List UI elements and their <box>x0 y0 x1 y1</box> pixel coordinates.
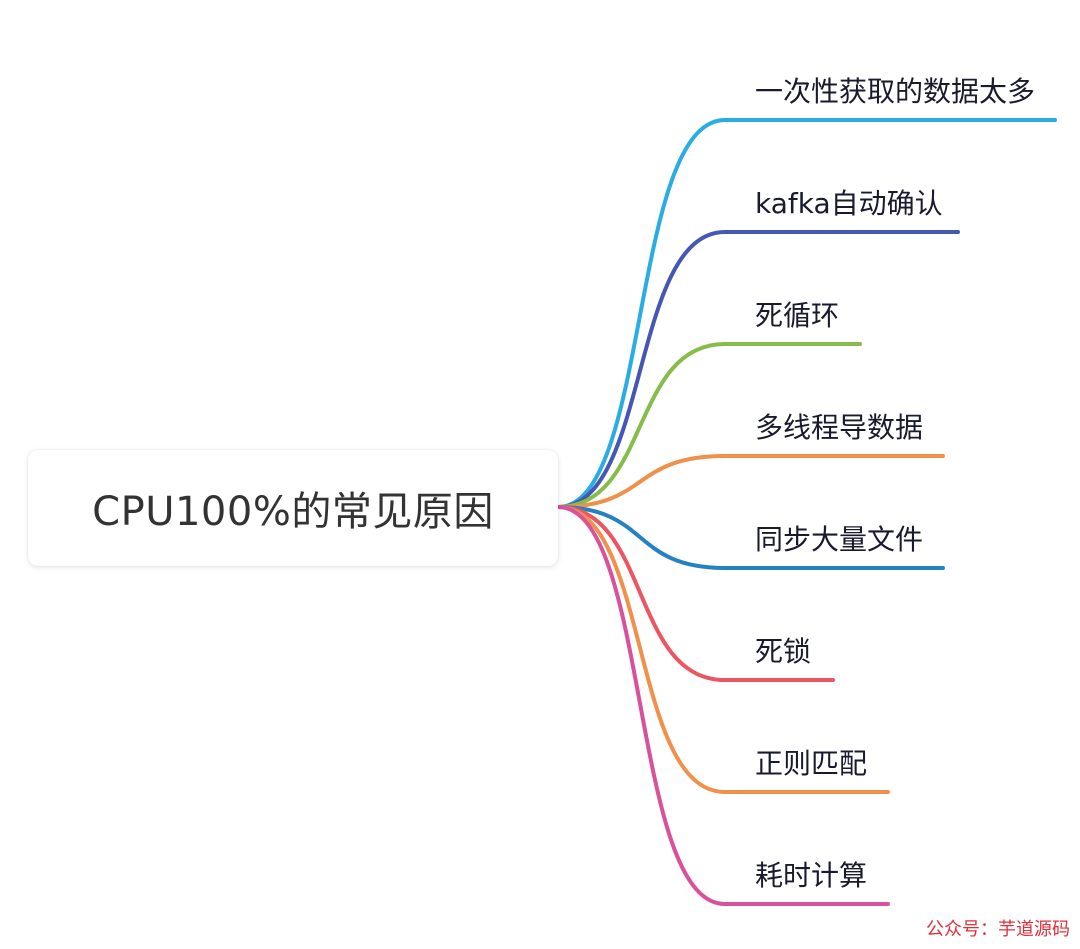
connector-line <box>556 454 945 509</box>
branch-node-label[interactable]: 同步大量文件 <box>755 523 924 556</box>
connector-line <box>556 505 890 906</box>
connector-line <box>556 230 960 509</box>
branch-node-label[interactable]: 死锁 <box>755 635 812 668</box>
branch-node-label[interactable]: 一次性获取的数据太多 <box>755 75 1036 108</box>
branch-node-label[interactable]: 多线程导数据 <box>755 411 924 444</box>
connector-line <box>556 505 890 794</box>
branch-node-label[interactable]: 耗时计算 <box>755 859 868 892</box>
connector-line <box>556 118 1057 509</box>
connector-line <box>556 505 945 570</box>
watermark-text: 公众号：芋道源码 <box>926 919 1070 940</box>
connector-line <box>556 342 862 509</box>
branch-node-label[interactable]: 正则匹配 <box>755 747 868 780</box>
branch-node-label[interactable]: 死循环 <box>755 299 840 332</box>
branch-node-label[interactable]: kafka自动确认 <box>755 187 943 220</box>
root-node-label: CPU100%的常见原因 <box>92 489 494 535</box>
connector-line <box>556 505 835 682</box>
root-node[interactable]: CPU100%的常见原因 <box>28 450 558 566</box>
